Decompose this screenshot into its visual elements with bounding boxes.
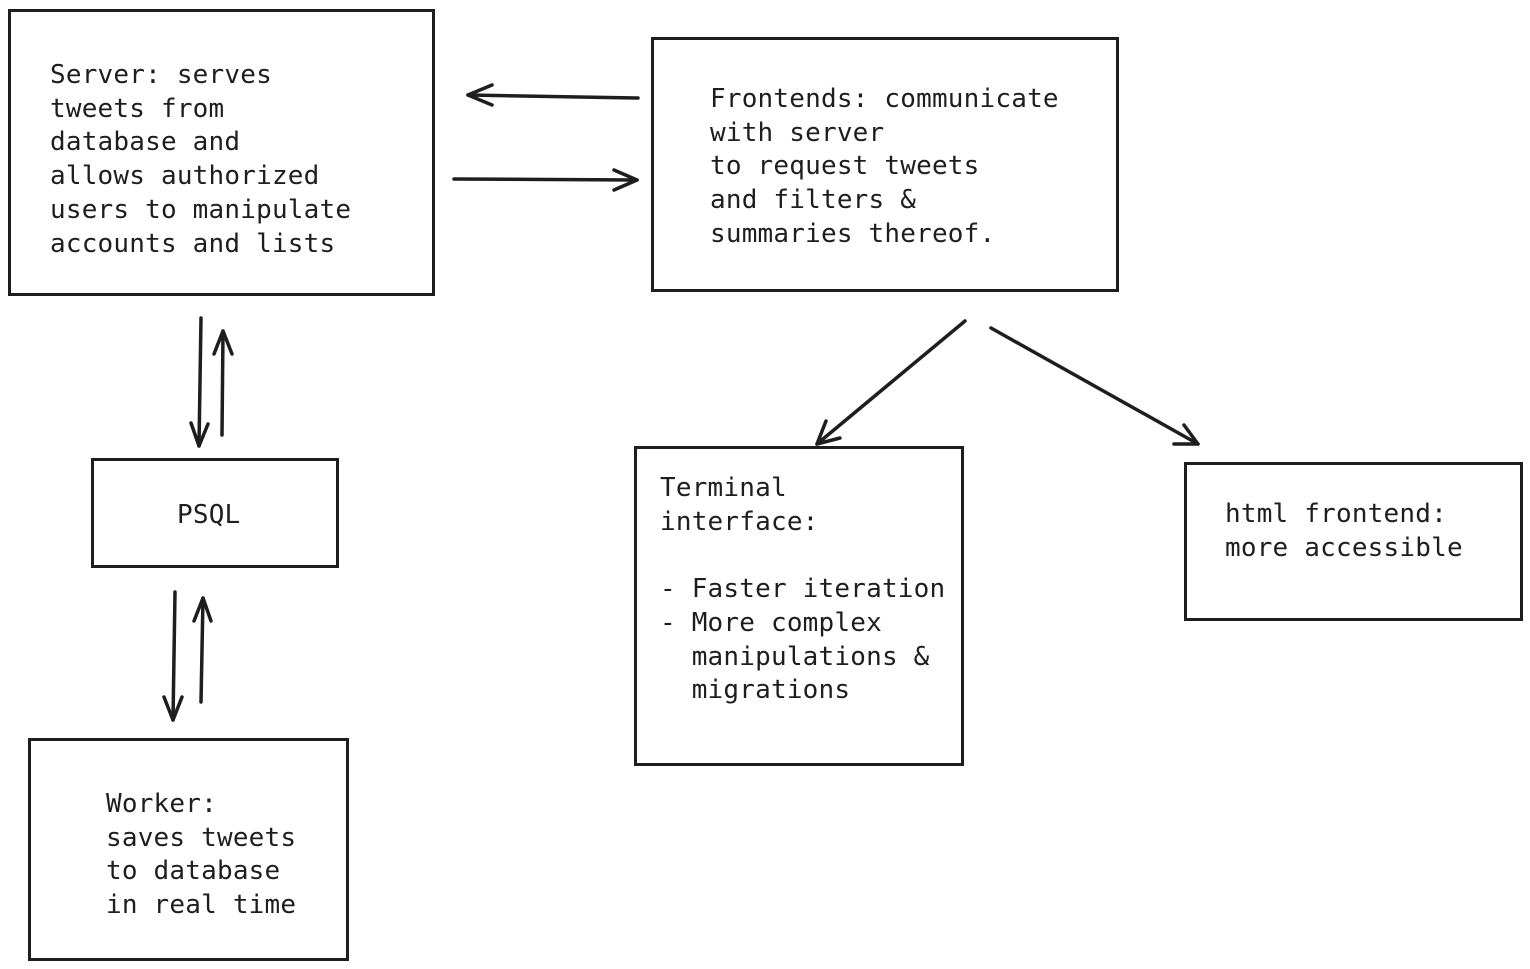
arrow-frontends-to-terminal <box>815 319 967 446</box>
worker-node[interactable]: Worker: saves tweets to database in real… <box>28 738 349 961</box>
terminal-interface-node[interactable]: Terminal interface: - Faster iteration -… <box>634 446 964 766</box>
psql-node-label: PSQL <box>177 500 241 530</box>
terminal-interface-node-label: Terminal interface: - Faster iteration -… <box>660 473 946 706</box>
server-node[interactable]: Server: serves tweets from database and … <box>8 9 435 296</box>
html-frontend-node-label: html frontend: more accessible <box>1225 499 1463 563</box>
frontends-node[interactable]: Frontends: communicate with server to re… <box>651 37 1119 292</box>
arrow-server-to-psql <box>189 316 210 448</box>
arrow-server-to-frontends <box>452 168 639 192</box>
arrow-psql-to-worker <box>162 590 184 722</box>
server-node-label: Server: serves tweets from database and … <box>50 60 352 259</box>
arrow-frontends-to-html <box>989 326 1200 446</box>
psql-node[interactable]: PSQL <box>91 458 339 568</box>
frontends-node-label: Frontends: communicate with server to re… <box>710 84 1059 249</box>
arrow-worker-to-psql <box>192 596 213 704</box>
html-frontend-node[interactable]: html frontend: more accessible <box>1184 462 1523 621</box>
arrow-frontends-to-server <box>466 83 640 107</box>
arrow-psql-to-server <box>212 329 234 437</box>
worker-node-label: Worker: saves tweets to database in real… <box>106 789 297 921</box>
